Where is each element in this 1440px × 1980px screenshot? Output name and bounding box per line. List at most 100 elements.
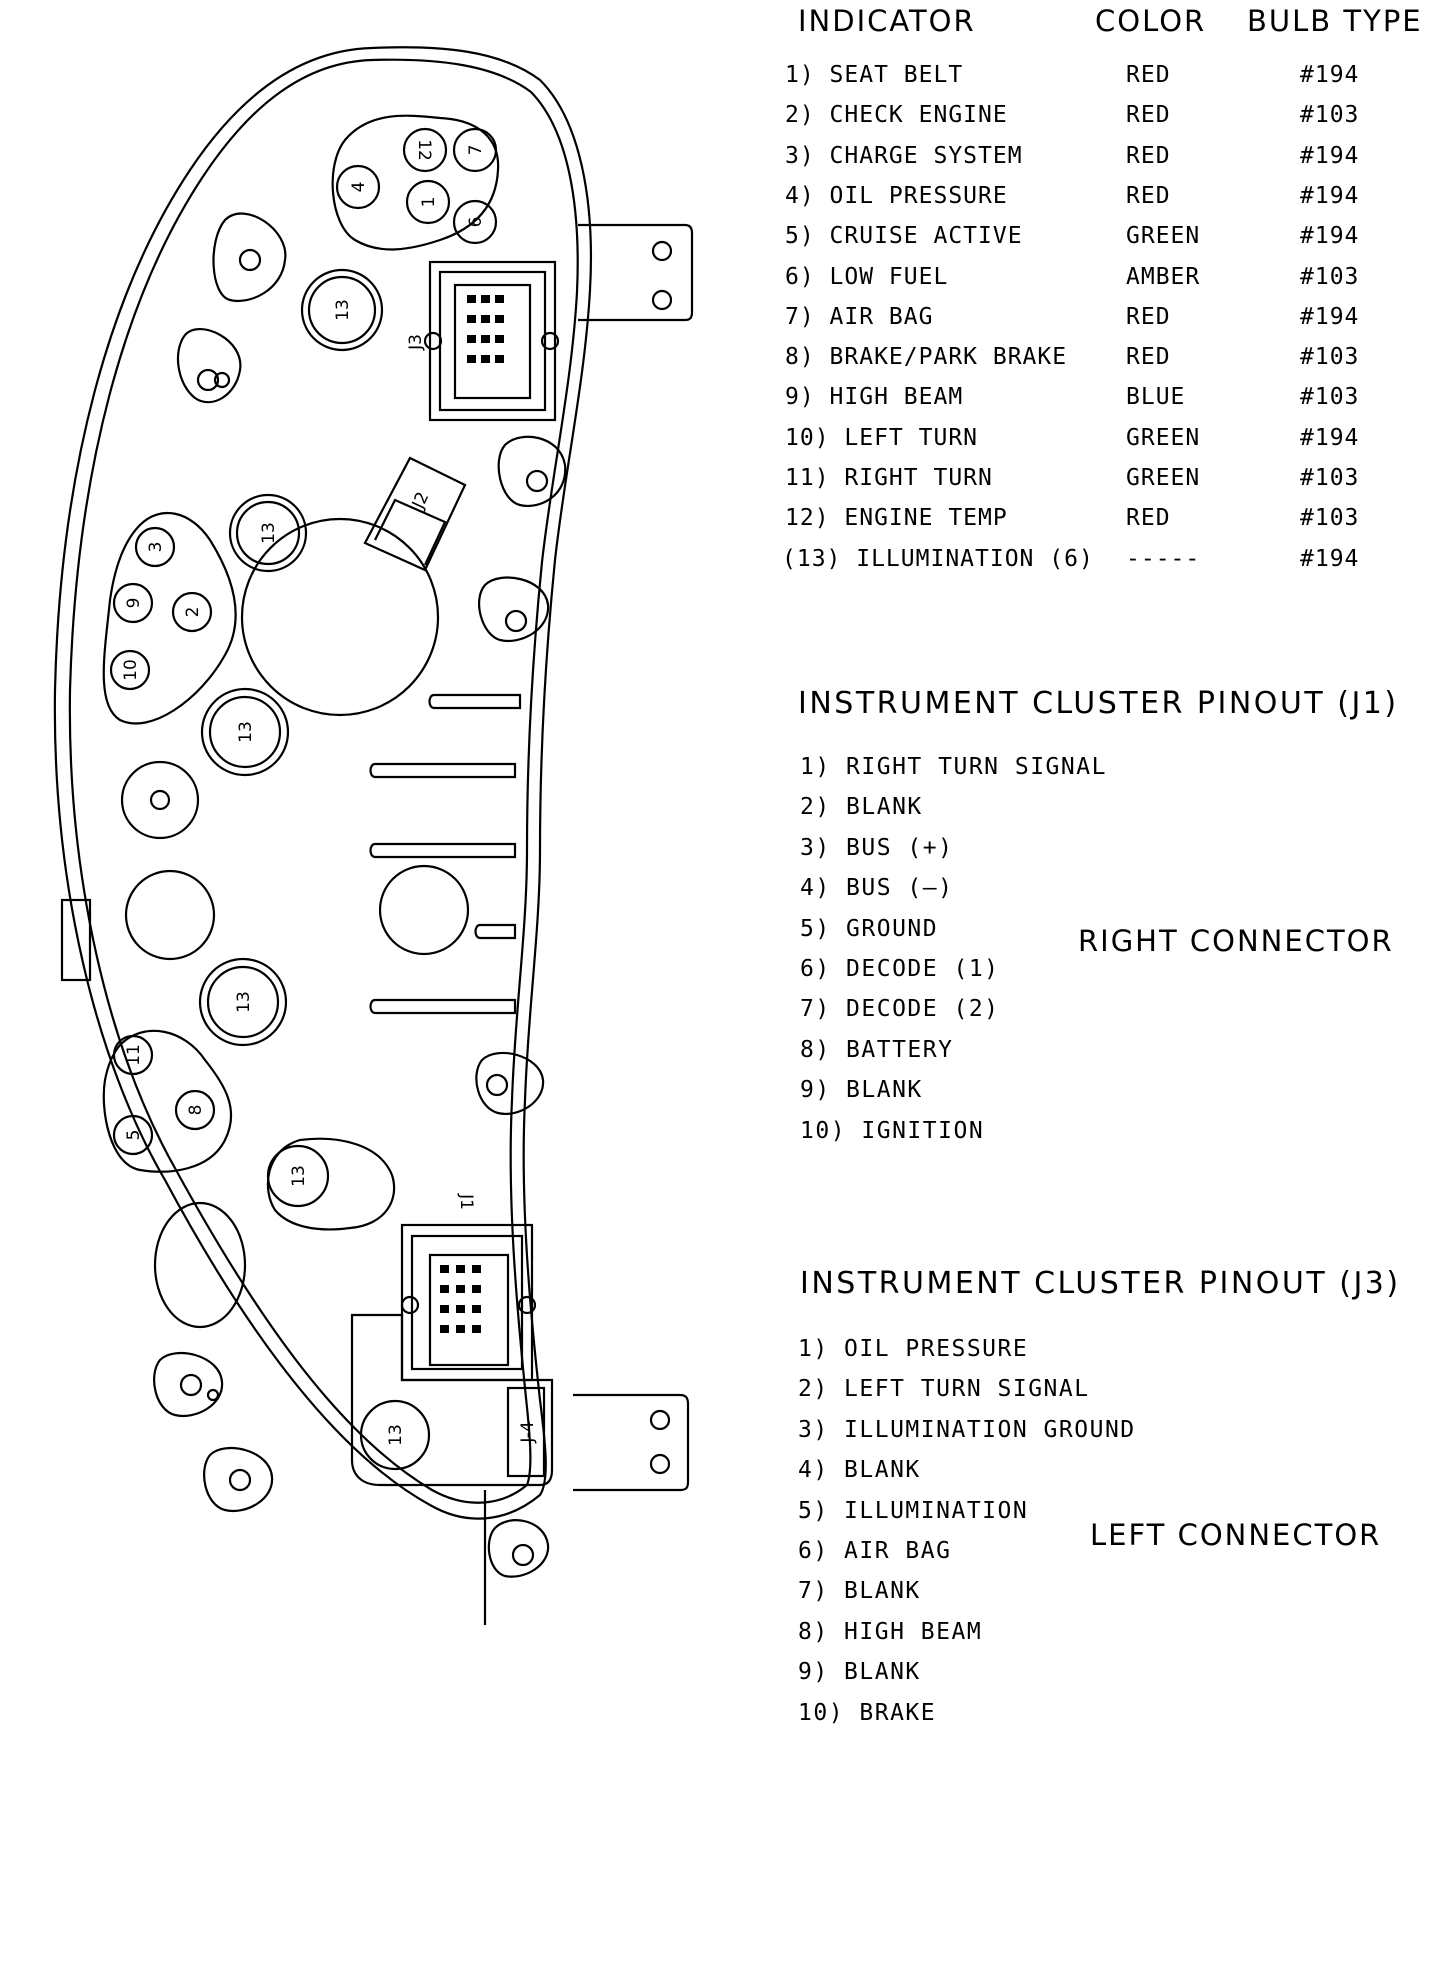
indicator-row-color: RED [1126,303,1171,330]
indicator-row-color: BLUE [1126,384,1186,411]
indicator-row-label: 5) CRUISE ACTIVE [785,223,1023,250]
pin-row: 2) BLANK [800,794,923,821]
connector-label-j2: J2 [408,489,433,513]
illumination-label-13: 13 [236,721,256,743]
indicator-row-color: RED [1126,182,1171,209]
illumination-socket-stadium [266,1137,396,1231]
indicator-row-label: (13) ILLUMINATION (6) [782,545,1094,572]
pin-row: 4) BLANK [798,1457,921,1484]
socket-label-1: 1 [419,197,439,208]
left-connector-label: LEFT CONNECTOR [1090,1518,1382,1552]
pinout-j1-title: INSTRUMENT CLUSTER PINOUT (J1) [798,686,1399,721]
indicator-row-label: 7) AIR BAG [785,303,934,330]
pin-row: 7) DECODE (2) [800,996,1000,1023]
right-connector-label: RIGHT CONNECTOR [1078,924,1394,958]
pin-row: 1) OIL PRESSURE [798,1336,1029,1362]
cluster-housing-inner [68,58,579,1504]
connector-label-j1: J1 [456,1193,476,1210]
illumination-label-13: 13 [386,1424,406,1446]
indicator-row-color: GREEN [1126,223,1201,250]
indicator-row-label: 6) LOW FUEL [785,263,949,290]
socket-label-3: 3 [146,542,166,553]
j4-connector-outline [506,1386,546,1478]
indicator-row-label: 10) LEFT TURN [785,424,979,451]
indicator-row-bulb: #103 [1300,465,1360,491]
indicator-row-label: 12) ENGINE TEMP [785,505,1008,532]
pin-row: 1) RIGHT TURN SIGNAL [800,754,1107,780]
indicator-row-color: RED [1126,62,1171,88]
indicator-row-color: GREEN [1126,465,1201,491]
oval-opening [153,1201,247,1329]
indicator-column-header: INDICATOR [798,4,976,38]
socket-label-4: 4 [349,182,369,193]
illumination-label-13: 13 [289,1165,309,1187]
pin-row: 2) LEFT TURN SIGNAL [798,1376,1090,1403]
indicator-row-color: RED [1126,344,1171,371]
indicator-row-bulb: #194 [1300,142,1360,169]
indicator-row-bulb: #103 [1300,344,1360,371]
pin-row: 8) HIGH BEAM [798,1618,983,1645]
pin-row: 6) AIR BAG [798,1538,952,1564]
color-column-header: COLOR [1095,4,1207,38]
mount-tab-lower [573,1393,690,1492]
socket-label-12: 12 [414,139,434,161]
pin-row: 5) ILLUMINATION [798,1497,1029,1524]
left-socket-group-upper [102,511,237,725]
connector-label-j3: J3 [406,334,426,351]
pin-row: 10) IGNITION [800,1117,985,1144]
socket-label-7: 7 [466,145,486,156]
pin-row: 5) GROUND [800,915,939,942]
indicator-row-bulb: #103 [1300,102,1360,129]
pin-row: 8) BATTERY [800,1036,954,1063]
pin-row: 10) BRAKE [798,1699,937,1726]
indicator-row-label: 8) BRAKE/PARK BRAKE [785,344,1068,371]
indicator-row-label: 2) CHECK ENGINE [785,102,1008,129]
socket-label-10: 10 [121,659,141,681]
indicator-row-color: ----- [1126,545,1201,572]
indicator-row-bulb: #194 [1300,545,1360,572]
illumination-label-13: 13 [259,522,279,544]
bulb-type-column-header: BULB TYPE [1247,4,1423,38]
mount-tab-upper [578,223,694,322]
indicator-row-label: 4) OIL PRESSURE [785,182,1008,209]
indicator-row-label: 1) SEAT BELT [785,62,964,88]
pin-row: 7) BLANK [798,1578,921,1605]
indicator-row-color: AMBER [1126,263,1201,290]
indicator-row-bulb: #103 [1300,505,1360,532]
indicator-row-color: RED [1126,102,1171,129]
socket-label-5: 5 [124,1130,144,1141]
pin-row: 3) ILLUMINATION GROUND [798,1416,1136,1443]
mount-tab-left [60,898,92,982]
indicator-row-bulb: #103 [1300,263,1360,290]
socket-label-6: 6 [466,217,486,228]
connector-label-j4: J-4 [518,1421,538,1443]
indicator-row-bulb: #103 [1300,384,1360,411]
socket-label-2: 2 [183,607,203,618]
illumination-label-13: 13 [333,299,353,321]
pin-row: 6) DECODE (1) [800,956,1000,982]
upper-socket-group [331,114,500,251]
indicator-row-bulb: #194 [1300,182,1360,209]
screw-bosses [153,212,567,1578]
indicator-row-bulb: #194 [1300,223,1360,250]
j1-connector-outline [400,1223,537,1382]
socket-label-8: 8 [186,1105,206,1116]
pin-row: 9) BLANK [800,1077,923,1104]
socket-label-11: 11 [124,1044,144,1066]
j3-connector-outline [423,260,560,422]
gauge-slots [369,693,522,1015]
indicator-row-bulb: #194 [1300,62,1360,88]
indicator-row-color: RED [1126,505,1171,532]
illumination-label-13: 13 [234,991,254,1013]
cluster-housing-outline [53,46,593,1520]
socket-label-9: 9 [124,598,144,609]
connector-pins [440,295,504,1333]
indicator-row-color: RED [1126,142,1171,169]
indicator-row-label: 3) CHARGE SYSTEM [785,142,1023,169]
left-socket-group-lower [102,1029,233,1173]
instrument-cluster-diagram: 4 12 7 1 6 3 9 2 10 11 8 5 13 13 13 13 1… [53,46,694,1625]
pinout-j3-title: INSTRUMENT CLUSTER PINOUT (J3) [800,1266,1401,1301]
indicator-row-bulb: #194 [1300,303,1360,330]
pin-row: 3) BUS (+) [800,834,954,861]
pin-row: 9) BLANK [798,1659,921,1686]
